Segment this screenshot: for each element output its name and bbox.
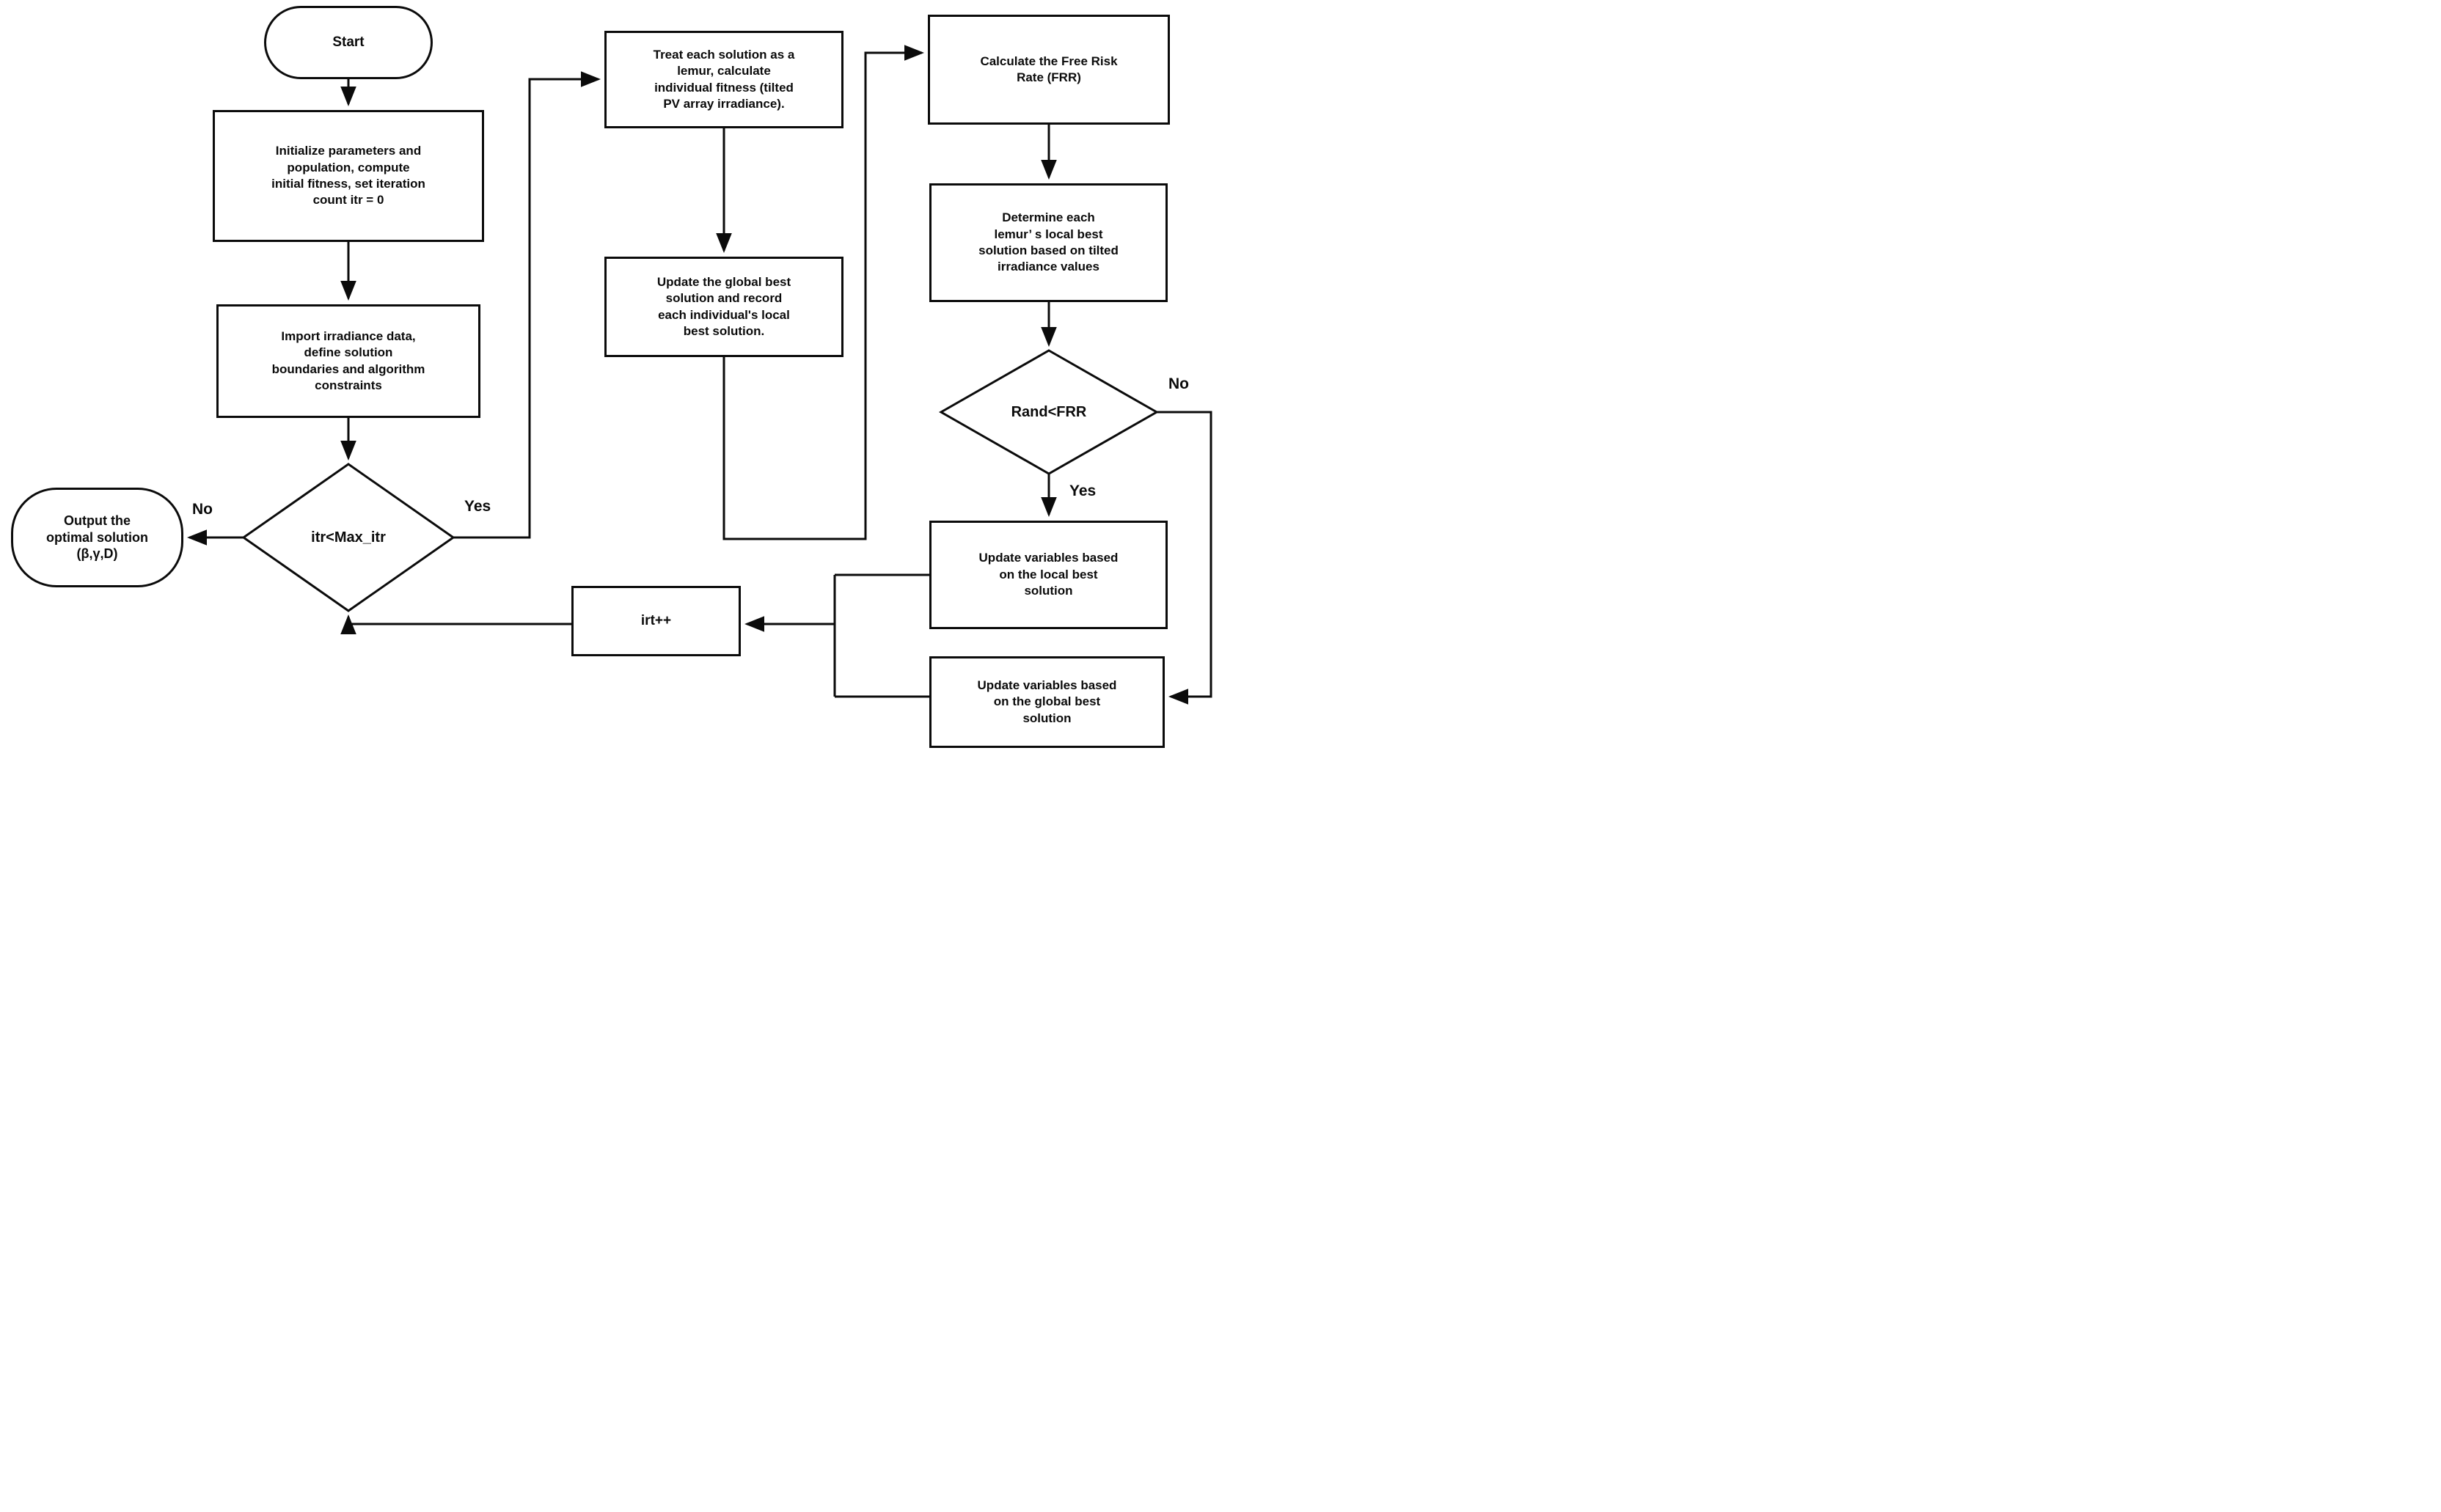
start-node: Start bbox=[264, 6, 433, 79]
update-local-best-label: Update variables based on the local best… bbox=[978, 551, 1119, 598]
update-global-best-node: Update variables based on the global bes… bbox=[929, 656, 1165, 748]
rand-yes-label: Yes bbox=[1069, 482, 1097, 499]
flow-connectors bbox=[187, 45, 1212, 705]
start-label: Start bbox=[332, 34, 365, 51]
iter-check-label: itr<Max_itr bbox=[311, 529, 386, 546]
update-global-best-label: Update variables based on the global bes… bbox=[977, 678, 1117, 725]
edge-iter-yes-treat bbox=[453, 71, 601, 539]
calc-frr-label: Calculate the Free Risk Rate (FRR) bbox=[980, 54, 1118, 84]
edge-increment-iter bbox=[340, 614, 571, 634]
edge-update-global-calc-frr bbox=[722, 45, 924, 540]
output-label: Output the optimal solution (β,γ,D) bbox=[46, 513, 148, 562]
output-node: Output the optimal solution (β,γ,D) bbox=[11, 488, 183, 587]
initialize-node: Initialize parameters and population, co… bbox=[213, 110, 484, 242]
update-global-record-label: Update the global best solution and reco… bbox=[656, 274, 791, 338]
flowchart-canvas: Start Initialize parameters and populati… bbox=[0, 0, 1220, 756]
import-data-label: Import irradiance data, define solution … bbox=[271, 329, 425, 392]
increment-node: irt++ bbox=[571, 586, 741, 656]
rand-check-label: Rand<FRR bbox=[1011, 403, 1087, 420]
initialize-label: Initialize parameters and population, co… bbox=[271, 144, 425, 208]
import-data-node: Import irradiance data, define solution … bbox=[216, 304, 480, 418]
determine-local-best-node: Determine each lemur’ s local best solut… bbox=[929, 183, 1168, 302]
calc-frr-node: Calculate the Free Risk Rate (FRR) bbox=[928, 15, 1170, 125]
increment-label: irt++ bbox=[640, 613, 672, 629]
edge-rand-no-global-best bbox=[1157, 411, 1212, 705]
iter-yes-label: Yes bbox=[464, 498, 491, 515]
iter-no-label: No bbox=[192, 501, 213, 518]
determine-local-best-label: Determine each lemur’ s local best solut… bbox=[978, 210, 1119, 274]
update-local-best-node: Update variables based on the local best… bbox=[929, 521, 1168, 629]
rand-check-diamond bbox=[938, 349, 1160, 475]
rand-no-label: No bbox=[1168, 375, 1189, 392]
treat-solution-label: Treat each solution as a lemur, calculat… bbox=[653, 47, 795, 111]
iter-check-diamond bbox=[241, 463, 455, 612]
update-global-record-node: Update the global best solution and reco… bbox=[604, 257, 843, 357]
treat-solution-node: Treat each solution as a lemur, calculat… bbox=[604, 31, 843, 128]
